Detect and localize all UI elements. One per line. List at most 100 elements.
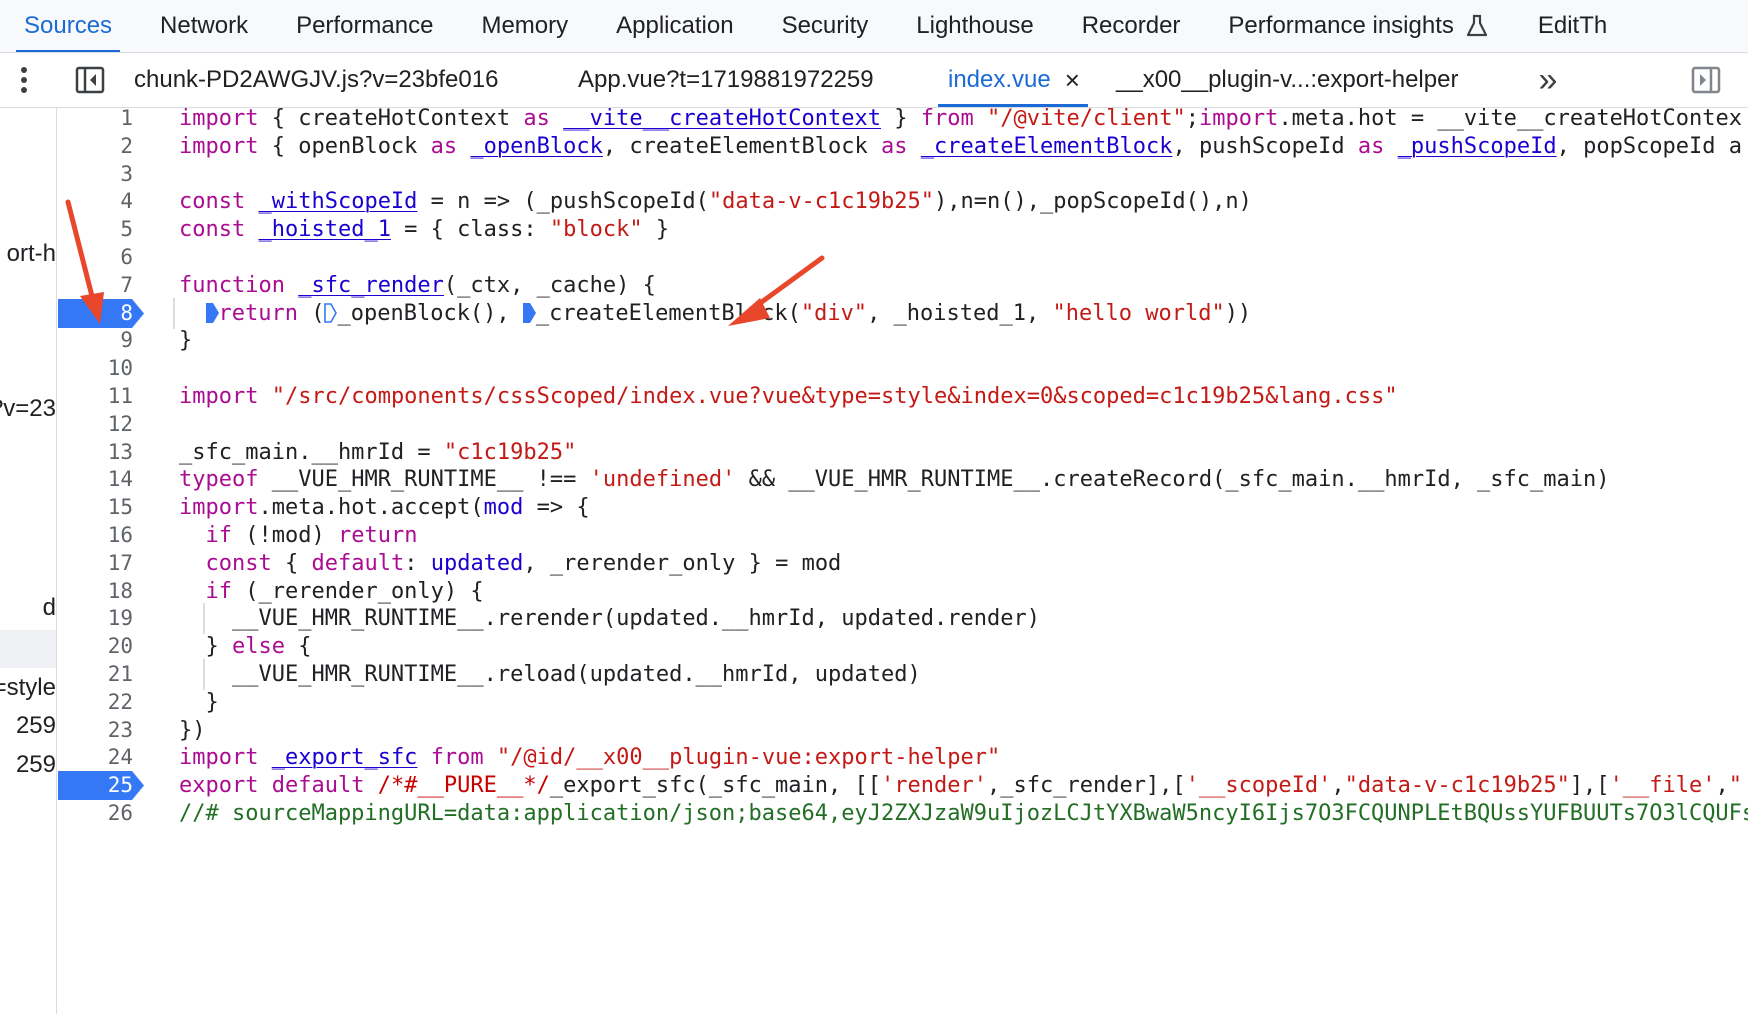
line-number[interactable]: 23 <box>107 717 133 742</box>
code-line[interactable]: 9} <box>57 325 1748 356</box>
code-line[interactable]: 7 function _sfc_render(_ctx, _cache) { <box>57 270 1748 301</box>
code-line[interactable]: 5 const _hoisted_1 = { class: "block" } <box>57 214 1748 245</box>
file-tab-2[interactable]: index.vue× <box>938 53 1088 107</box>
line-number[interactable]: 8 <box>120 300 133 325</box>
navigator-item[interactable]: 259 <box>15 751 56 778</box>
navigator-item[interactable]: ort-h <box>6 240 56 267</box>
line-number[interactable]: 22 <box>107 689 133 714</box>
panel-tab-network[interactable]: Network <box>136 0 272 52</box>
code-line[interactable]: 19 __VUE_HMR_RUNTIME__.rerender(updated.… <box>57 603 1748 635</box>
line-number[interactable]: 14 <box>107 467 133 492</box>
panel-tab-label: Application <box>616 12 734 39</box>
code-text: return (_openBlock(), _createElementBloc… <box>179 298 1251 329</box>
inline-breakpoint-icon[interactable] <box>522 302 536 323</box>
code-line[interactable]: 17 const { default: updated, _rerender_o… <box>57 548 1748 579</box>
line-number[interactable]: 26 <box>107 801 133 825</box>
code-line[interactable]: 26 //# sourceMappingURL=data:application/… <box>57 798 1748 829</box>
file-navigator[interactable]: ort-h ?v=23 d =style 259 259 <box>0 108 57 1014</box>
code-line[interactable]: 10 <box>57 353 1748 384</box>
line-number[interactable]: 2 <box>120 133 133 158</box>
line-number[interactable]: 24 <box>107 745 133 770</box>
panel-right-icon[interactable] <box>1688 53 1724 107</box>
navigator-selected-row[interactable] <box>0 630 56 668</box>
code-line[interactable]: 12 <box>57 409 1748 440</box>
line-number[interactable]: 4 <box>120 189 133 214</box>
panel-tab-security[interactable]: Security <box>758 0 893 52</box>
line-number[interactable]: 13 <box>107 439 133 464</box>
code-line[interactable]: 23}) <box>57 715 1748 746</box>
line-number[interactable]: 9 <box>120 328 133 353</box>
line-number[interactable]: 17 <box>107 550 133 575</box>
panel-tab-performance-insights[interactable]: Performance insights <box>1204 0 1513 52</box>
code-line[interactable]: 3 <box>57 159 1748 190</box>
line-number[interactable]: 12 <box>107 411 133 436</box>
line-number[interactable]: 18 <box>107 578 133 603</box>
code-text: function _sfc_render(_ctx, _cache) { <box>179 272 656 298</box>
code-line[interactable]: 21 __VUE_HMR_RUNTIME__.reload(updated.__… <box>57 659 1748 690</box>
close-icon[interactable]: × <box>1064 64 1080 95</box>
line-number[interactable]: 10 <box>107 356 133 381</box>
line-number[interactable]: 20 <box>107 634 133 659</box>
navigator-item[interactable]: 259 <box>15 712 56 739</box>
navigator-item[interactable]: ?v=23 <box>0 395 56 422</box>
file-tab-1[interactable]: App.vue?t=1719881972259 <box>578 53 874 107</box>
navigator-item[interactable]: =style <box>0 674 56 701</box>
file-tab-bar: chunk-PD2AWGJV.js?v=23bfe016 App.vue?t=17… <box>0 53 1748 108</box>
line-number[interactable]: 15 <box>107 495 133 520</box>
more-vertical-icon[interactable] <box>6 53 42 107</box>
code-text: const _hoisted_1 = { class: "block" } <box>179 217 670 243</box>
line-number[interactable]: 6 <box>120 245 133 269</box>
more-tabs-icon[interactable]: » <box>1538 60 1558 99</box>
panel-tab-recorder[interactable]: Recorder <box>1058 0 1205 52</box>
line-number[interactable]: 16 <box>107 523 133 547</box>
line-number[interactable]: 5 <box>120 217 133 242</box>
panel-tab-lighthouse[interactable]: Lighthouse <box>892 0 1057 52</box>
code-line[interactable]: 20 } else { <box>57 631 1748 662</box>
code-line[interactable]: 18 if (_rerender_only) { <box>57 576 1748 607</box>
panel-tab-editth[interactable]: EditTh <box>1514 0 1631 52</box>
inline-breakpoint-icon[interactable] <box>205 302 219 323</box>
code-text: if (!mod) return <box>205 523 418 548</box>
code-text: } else { <box>179 634 312 660</box>
panel-tab-application[interactable]: Application <box>592 0 757 52</box>
code-text: if (_rerender_only) { <box>205 578 484 604</box>
code-text: //# sourceMappingURL=data:application/js… <box>179 801 1748 826</box>
indent-guide <box>203 603 206 635</box>
code-line[interactable]: 16 if (!mod) return <box>57 520 1748 551</box>
code-line[interactable]: 13_sfc_main.__hmrId = "c1c19b25" <box>57 437 1748 468</box>
panel-tab-performance[interactable]: Performance <box>272 0 457 52</box>
inline-breakpoint-location-icon[interactable] <box>324 302 338 323</box>
line-number[interactable]: 7 <box>120 272 133 297</box>
code-line[interactable]: 8 return (_openBlock(), _createElementBl… <box>57 297 1748 329</box>
panel-tab-label: Lighthouse <box>916 12 1034 39</box>
panel-tab-sources[interactable]: Sources <box>0 0 136 52</box>
panel-tab-memory[interactable]: Memory <box>457 0 592 52</box>
code-line[interactable]: 22 } <box>57 687 1748 718</box>
line-number[interactable]: 11 <box>107 384 133 408</box>
file-tab-0[interactable]: chunk-PD2AWGJV.js?v=23bfe016 <box>134 53 498 107</box>
sidebar-toggle-icon[interactable] <box>72 53 108 107</box>
line-number[interactable]: 19 <box>107 606 133 631</box>
breakpoint-marker-icon[interactable] <box>58 771 146 801</box>
code-line[interactable]: 6 <box>57 242 1748 273</box>
code-text: } <box>179 328 193 354</box>
line-number[interactable]: 25 <box>107 773 133 798</box>
file-tab-3[interactable]: __x00__plugin-v...:export-helper <box>1116 53 1458 107</box>
navigator-item[interactable]: d <box>42 594 56 621</box>
line-number[interactable]: 3 <box>120 161 133 186</box>
panel-tab-label: EditTh <box>1537 12 1608 39</box>
code-text: const { default: updated, _rerender_only… <box>205 550 842 576</box>
line-number[interactable]: 1 <box>120 108 133 130</box>
line-number[interactable]: 21 <box>107 662 133 686</box>
code-text: }) <box>179 717 206 743</box>
